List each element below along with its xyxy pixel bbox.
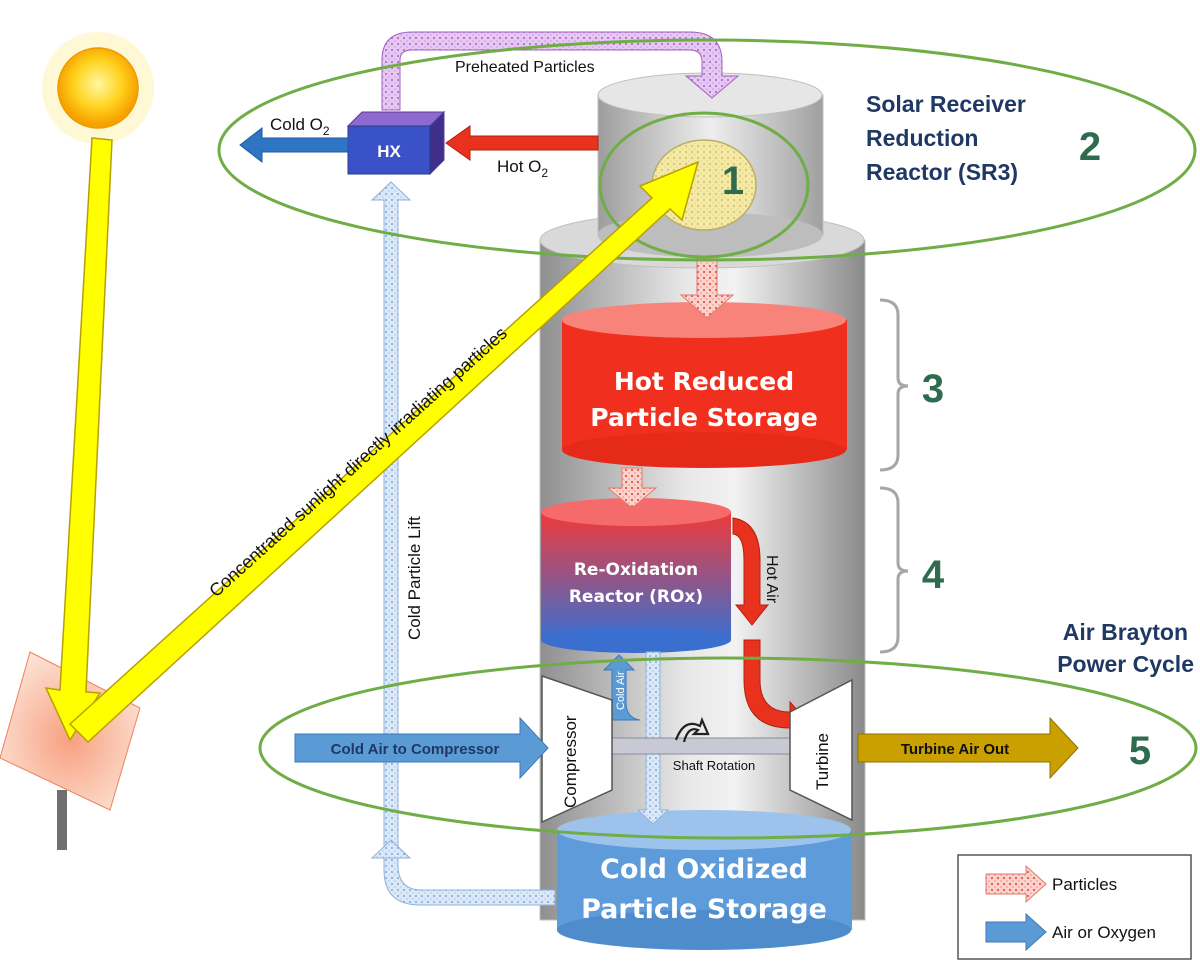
receiver-ring xyxy=(598,111,810,259)
sr3-ellipse xyxy=(217,38,1197,262)
shaft-rotation-icon xyxy=(674,716,710,743)
cold-particle-lift xyxy=(370,181,556,906)
legend-particles-label: Particles xyxy=(1052,875,1117,894)
cold-o2-label: Cold O2 xyxy=(270,115,330,138)
sun-icon xyxy=(42,32,154,144)
sunlight-arrow-down xyxy=(44,137,113,742)
cold-o2-arrow xyxy=(239,126,349,164)
particle-arrow-storage-to-rox xyxy=(606,467,658,509)
sr3-title-line3: Reactor (SR3) xyxy=(866,159,1018,185)
legend-air-icon xyxy=(985,912,1047,952)
turbine-shape xyxy=(789,678,853,822)
brayton-title-line2: Power Cycle xyxy=(1057,651,1194,677)
cold-air-to-compressor-label: Cold Air to Compressor xyxy=(331,741,500,758)
rox-label-line1: Re-Oxidation xyxy=(574,560,698,580)
number-4: 4 xyxy=(922,553,945,597)
compressor-shape xyxy=(541,674,613,824)
cold-storage-label-line1: Cold Oxidized xyxy=(600,854,808,885)
turbine-label: Turbine xyxy=(813,733,832,790)
number-3: 3 xyxy=(922,367,944,411)
rox-reactor xyxy=(541,498,731,653)
brayton-title-line1: Air Brayton xyxy=(1063,619,1188,645)
sr3-title-line2: Reduction xyxy=(866,125,978,151)
hot-air-label: Hot Air xyxy=(763,555,780,604)
hot-storage-label-line2: Particle Storage xyxy=(590,403,818,432)
turbine-air-out-label: Turbine Air Out xyxy=(901,741,1009,758)
cold-air-to-compressor-arrow xyxy=(294,716,549,780)
cold-air-label: Cold Air xyxy=(615,671,627,710)
brace-3 xyxy=(879,298,909,472)
number-1: 1 xyxy=(722,159,744,203)
cold-particle-lift-lower-head xyxy=(370,839,412,859)
cold-particle-lift-label: Cold Particle Lift xyxy=(405,516,424,640)
hot-o2-arrow xyxy=(445,125,599,161)
shaft xyxy=(611,737,799,755)
hx-box xyxy=(346,110,446,176)
brayton-ellipse xyxy=(258,656,1198,840)
sr3-title-line1: Solar Receiver xyxy=(866,91,1026,117)
sunlight-label: Concentrated sunlight directly irradiati… xyxy=(205,323,511,601)
hx-label: HX xyxy=(377,142,401,161)
brace-4 xyxy=(879,486,909,654)
turbine-air-out-arrow xyxy=(857,716,1079,780)
preheated-particles-label: Preheated Particles xyxy=(455,59,595,76)
legend-particles-icon xyxy=(985,864,1047,904)
hot-storage-label-line1: Hot Reduced xyxy=(614,367,794,396)
concentrated-sunlight-arrow xyxy=(68,160,700,744)
particle-arrow-receiver-to-storage xyxy=(679,255,735,319)
hot-storage-tank xyxy=(562,302,847,468)
cold-storage-tank xyxy=(557,810,852,950)
cold-storage-label-line2: Particle Storage xyxy=(581,894,827,925)
shaft-rotation-label: Shaft Rotation xyxy=(673,758,755,773)
rox-label-line2: Reactor (ROx) xyxy=(569,587,703,607)
number-2: 2 xyxy=(1079,125,1101,169)
hot-air-arrow xyxy=(732,517,770,626)
hot-o2-label: Hot O2 xyxy=(497,157,548,180)
legend-air-label: Air or Oxygen xyxy=(1052,923,1156,942)
legend: Particles Air or Oxygen xyxy=(957,854,1192,960)
compressor-label: Compressor xyxy=(561,715,580,808)
heliostat-pole xyxy=(57,790,67,850)
number-5: 5 xyxy=(1129,729,1151,773)
